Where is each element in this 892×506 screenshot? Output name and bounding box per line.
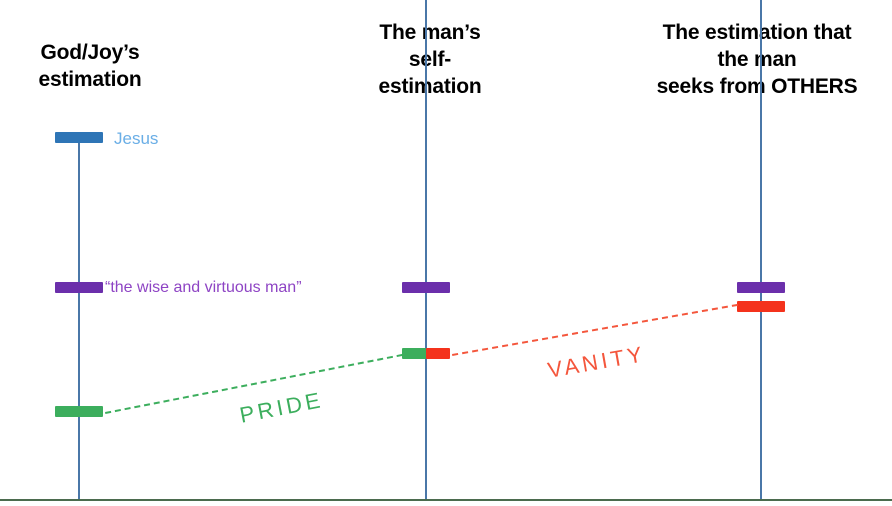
marker-wise-virtuous-col2: [737, 282, 785, 293]
column-header-line: estimation: [378, 74, 482, 98]
column-header-line: God/Joy’s: [40, 41, 140, 64]
axis-line-god-joys-estimation: [78, 140, 80, 500]
marker-actual-man-col0: [55, 406, 103, 417]
baseline: [0, 499, 892, 501]
marker-self-estimation-col1: [426, 348, 450, 359]
marker-wise-virtuous-col0: [55, 282, 103, 293]
column-header-estimation-from-others: The estimation that the man seeks from O…: [622, 20, 892, 101]
column-header-mans-self-estimation: The man’s self- estimation: [330, 20, 530, 101]
marker-label-jesus: Jesus: [114, 129, 159, 148]
column-header-line: The man’s: [379, 21, 481, 44]
marker-wise-virtuous-col1: [402, 282, 450, 293]
marker-sought-estimation-col2: [737, 301, 785, 312]
column-header-line: self-: [408, 47, 452, 71]
column-header-line: seeks from OTHERS: [656, 74, 858, 98]
marker-actual-man-col1: [402, 348, 426, 359]
trend-label-pride: PRIDE: [237, 386, 326, 428]
axis-line-estimation-from-others: [760, 0, 762, 500]
axis-line-mans-self-estimation: [425, 0, 427, 500]
trend-label-vanity: VANITY: [545, 341, 648, 383]
column-header-line: The estimation that: [662, 21, 852, 44]
marker-label-wise-virtuous: “the wise and virtuous man”: [105, 279, 302, 296]
marker-jesus: [55, 132, 103, 143]
column-header-line: the man: [717, 47, 797, 71]
trend-line-vanity: [452, 303, 738, 356]
column-header-line: estimation: [38, 67, 142, 91]
column-header-god-joys-estimation: God/Joy’s estimation: [0, 40, 180, 94]
